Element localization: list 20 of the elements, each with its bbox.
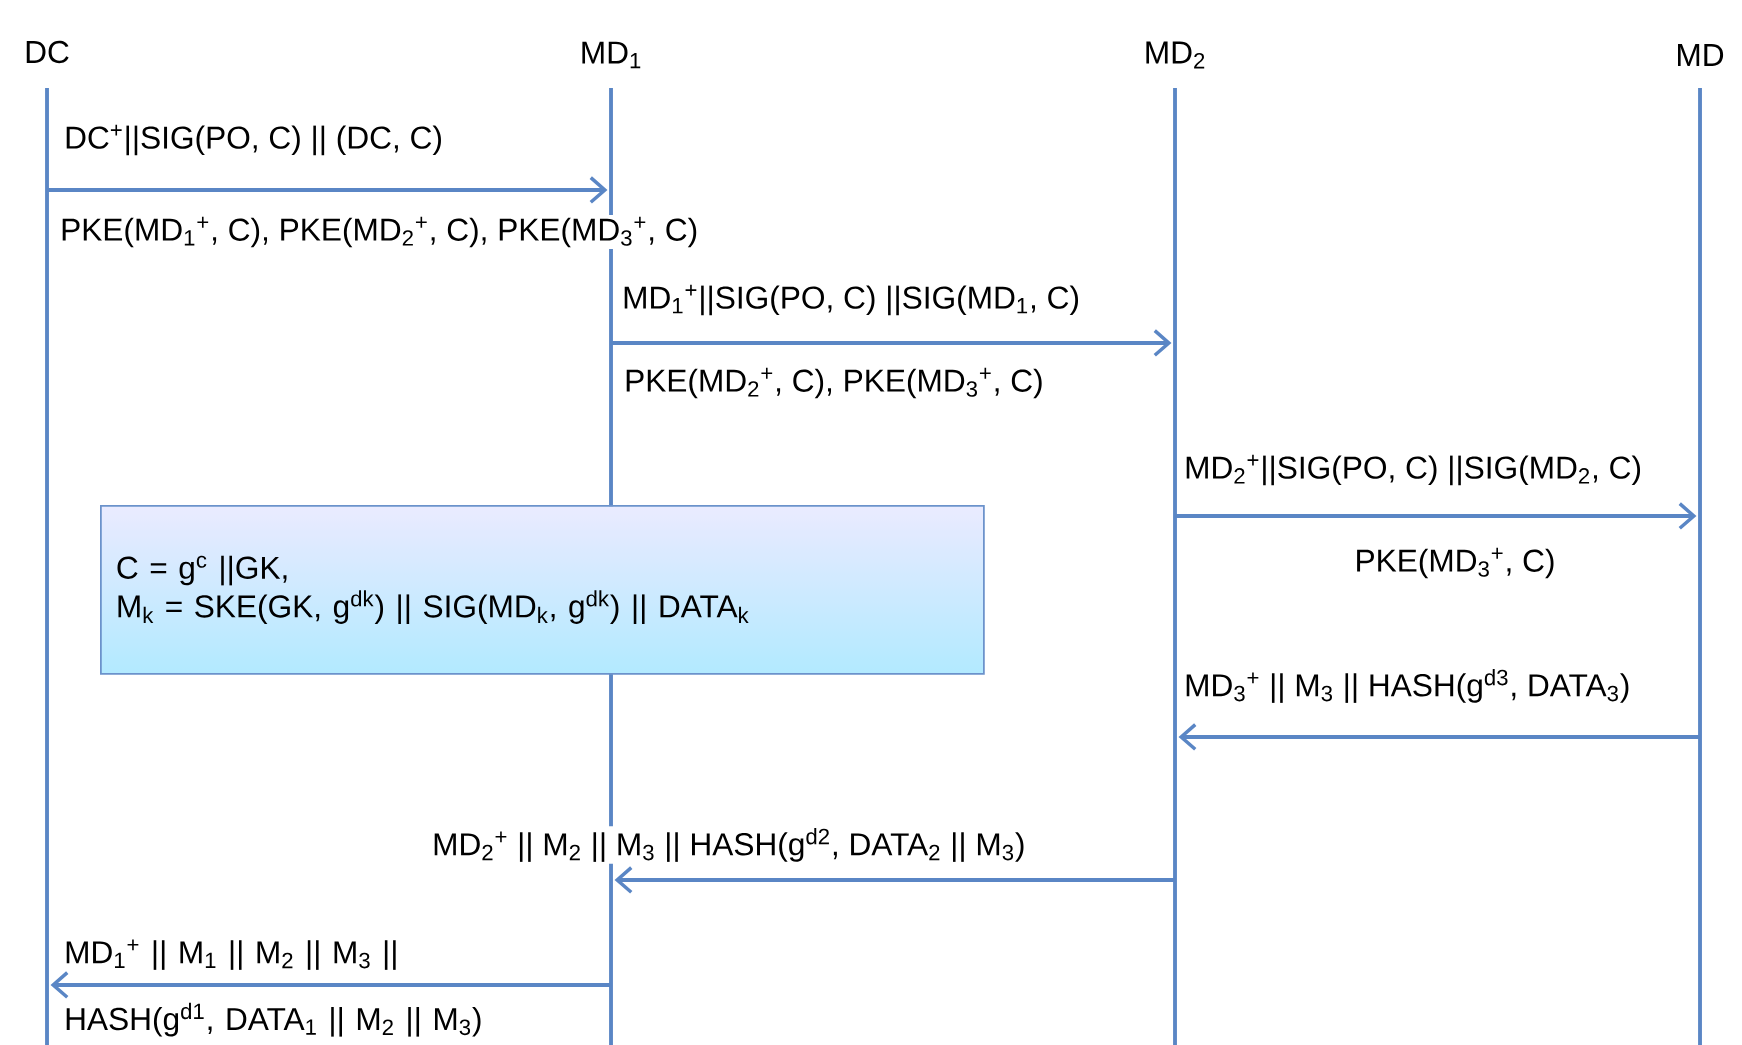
edge-label: MD$_{3}$$^{+}$ || M$_{3}$ || HASH(g$^{d3}$, DATA$_{3}$) [1182,667,1633,705]
participant-label: MD$_{2}$ [1146,41,1205,69]
note-box: C = g$^{c}$ ||GK, M$_{k}$ = SKE(GK, g$^{dk}$) || SIG(MD$_{k}$, g$^{dk}$) || DATA$_{k}$ [100,505,985,675]
edge-label: MD$_{2}$$^{+}$ || M$_{2}$ || M$_{3}$ || HASH(g$^{d2}$, DATA$_{2}$ || M$_{3}$) [430,826,1028,864]
participant-label: MD [1678,44,1724,66]
message-text: PKE(MD$_{1}$$^{+}$, C), PKE(MD$_{2}$$^{+}$, C), PKE(MD$_{3}$$^{+}$, C) [58,215,700,249]
arrow [1175,502,1697,530]
arrow [47,176,608,204]
message-text: PKE(MD$_{2}$$^{+}$, C), PKE(MD$_{3}$$^{+}$, C) [622,366,1046,400]
edge-label: MD$_{1}$$^{+}$ || M$_{1}$ || M$_{2}$ || M$_{3}$ || HASH(g$^{d1}$, DATA$_{1}$ || M$_{2}$ || M$_{3}$) [66,939,481,1037]
edge-label: MD$_{1}$$^{+}$||SIG(PO, C) ||SIG(MD$_{1}$, C) [620,283,1082,317]
participant-label: DC [26,40,69,64]
arrow [614,866,1175,894]
arrow [611,329,1172,357]
edge-label: DC$^{+}$||SIG(PO, C) || (DC, C) [62,123,445,157]
message-text: PKE(MD$_{3}$$^{+}$, C) [1352,546,1558,580]
arrow [50,971,611,999]
edge-label: MD$_{2}$$^{+}$||SIG(PO, C) ||SIG(MD$_{2}$, C) [1182,453,1644,487]
arrow [1178,723,1700,751]
participant-label: MD$_{1}$ [582,41,641,69]
